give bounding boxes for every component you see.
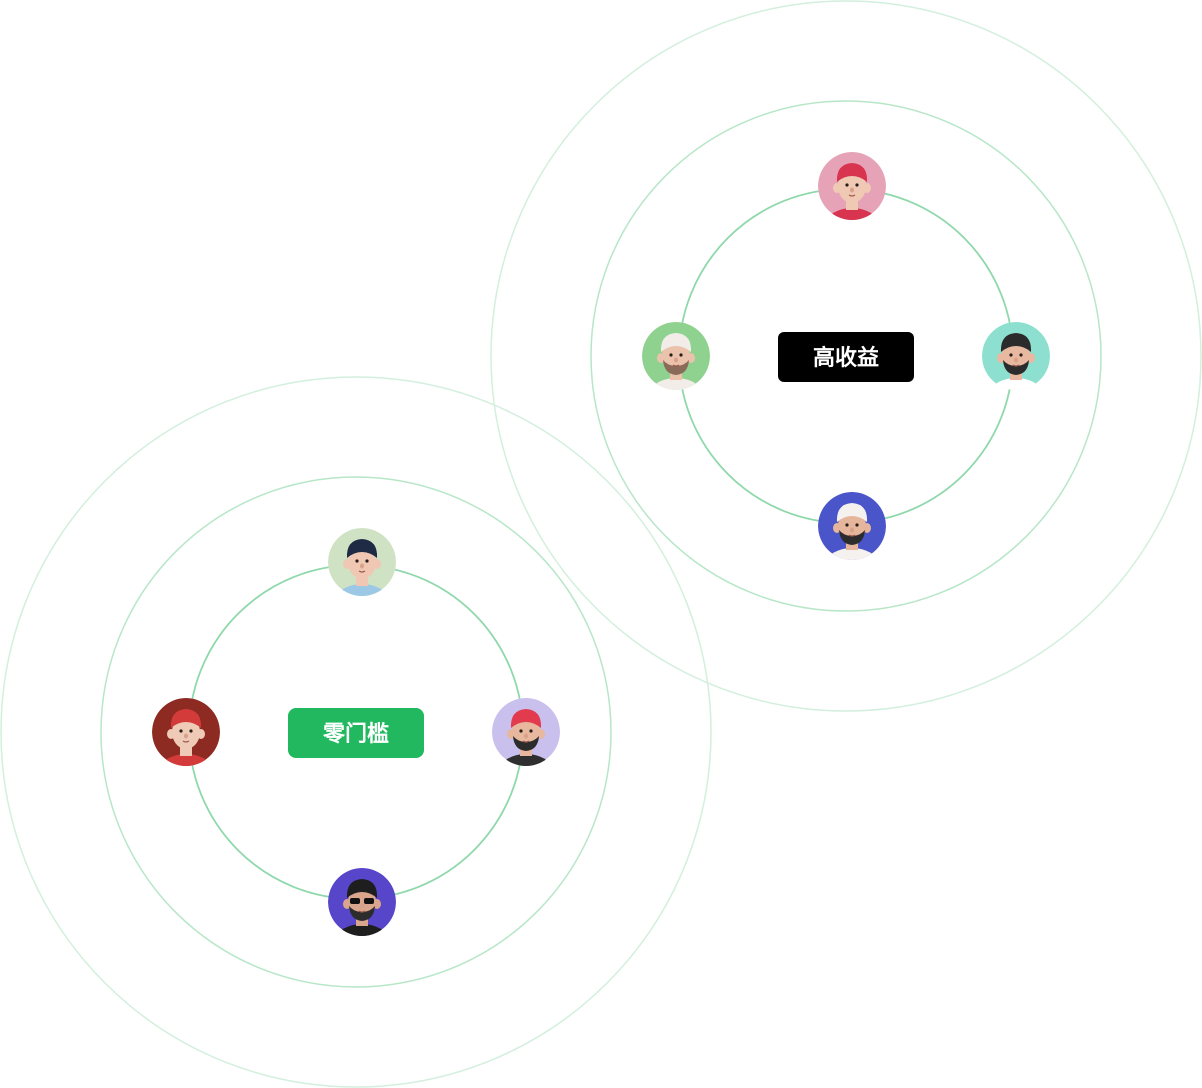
avatar-face [838,169,866,203]
avatar-beard [663,360,689,375]
avatar-face [838,509,866,543]
avatar-nose [360,903,364,909]
avatar-beard [349,906,375,921]
avatar-face [662,339,690,373]
avatar-face [348,885,376,919]
avatar-nose [674,357,678,363]
avatar-face [348,545,376,579]
avatar-nose [1014,357,1018,363]
avatar-shirt [990,378,1042,390]
avatar-face [172,715,200,749]
avatar-mouth [848,194,856,197]
avatar-eye-left [519,729,523,733]
avatar-eye-left [355,559,359,563]
avatar-shirt [650,378,702,390]
avatar-red-cap-man [818,152,886,220]
avatar-shirt [826,548,878,560]
avatar-eye-right [855,183,859,187]
avatar-hat [170,709,202,728]
avatar-portrait [328,528,396,596]
cluster-high-return: 高收益 [490,0,1202,712]
avatar-nose [850,187,854,193]
avatar-eye-left [1009,353,1013,357]
avatar-shirt [336,924,388,936]
avatar-eye-right [1019,353,1023,357]
avatar-hat [1000,333,1032,352]
avatar-portrait [982,322,1050,390]
avatar-shirt [500,754,552,766]
avatar-shirt [826,208,878,220]
avatar-hat [660,333,692,352]
avatar-mouth [358,570,366,573]
avatar-hat [346,539,378,558]
avatar-eye-left [179,729,183,733]
avatar-beard [1003,360,1029,375]
avatar-eye-right [679,353,683,357]
center-label-high-return: 高收益 [778,332,914,382]
middle-ring [590,100,1102,612]
avatar-nose [360,563,364,569]
avatar-headband-man [492,698,560,766]
avatar-shirt [160,754,212,766]
avatar-eye-left [845,183,849,187]
avatar-mouth [358,910,366,913]
avatar-hat [346,879,378,898]
avatar-eye-right [855,523,859,527]
avatar-mouth [1012,364,1020,367]
avatar-neck [356,576,368,586]
avatar-face [1002,339,1030,373]
avatar-headscarf-man-green [642,322,710,390]
avatar-mouth [182,740,190,743]
outer-ring [0,376,712,1088]
avatar-mouth [672,364,680,367]
avatar-face [512,715,540,749]
label-zero-threshold: 零门槛 [322,721,389,747]
avatar-eye-right [189,729,193,733]
avatar-shirt [336,584,388,596]
avatar-eye-left [845,523,849,527]
avatar-nose [524,733,528,739]
avatar-mouth [522,740,530,743]
avatar-eye-right [365,559,369,563]
avatar-glasses-right [364,898,374,904]
avatar-eye-left [669,353,673,357]
avatar-nose [850,527,854,533]
avatar-eye-right [529,729,533,733]
center-label-zero-threshold: 零门槛 [288,708,424,758]
avatar-portrait [642,322,710,390]
avatar-nose [184,733,188,739]
label-high-return: 高收益 [813,345,879,371]
avatar-portrait [492,698,560,766]
avatar-red-cap-boy [152,698,220,766]
avatar-portrait [818,152,886,220]
avatar-beard [513,736,539,751]
avatar-neck [846,200,858,210]
avatar-portrait [152,698,220,766]
avatar-glasses-left [350,898,360,904]
avatar-sunglasses-man [328,868,396,936]
outer-ring [490,0,1202,712]
avatar-beanie-boy [328,528,396,596]
avatar-bearded-man-teal [982,322,1050,390]
avatar-portrait [818,492,886,560]
avatar-portrait [328,868,396,936]
avatar-hat [836,503,868,522]
avatar-beard [839,530,865,545]
middle-ring [100,476,612,988]
avatar-headscarf-man-blue [818,492,886,560]
cluster-zero-threshold: 零门槛 [0,376,712,1088]
avatar-neck [180,746,192,756]
avatar-hat [510,709,542,728]
avatar-hat [836,163,868,182]
avatar-mouth [848,534,856,537]
